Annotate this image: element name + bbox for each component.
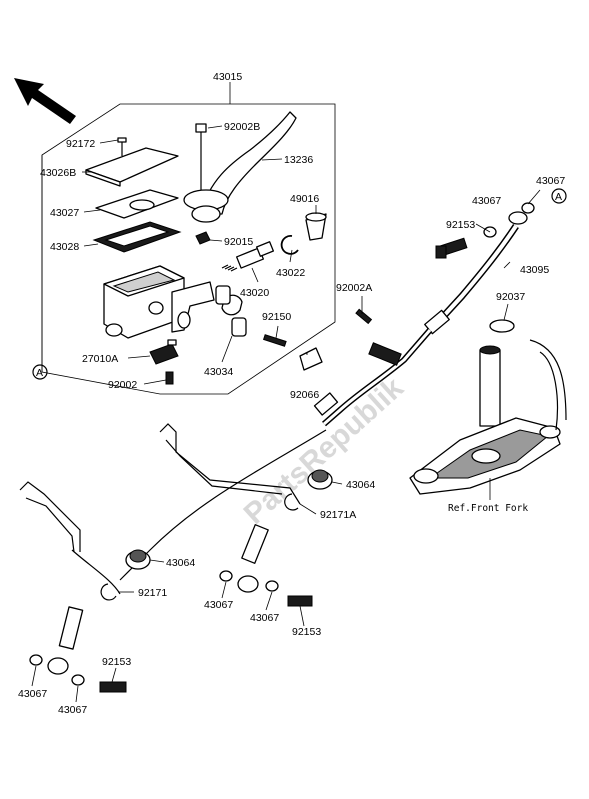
caliper-hose-end	[219, 524, 313, 607]
banjo-bolt-icon	[435, 237, 468, 259]
label-92153-mid: 92153	[292, 626, 321, 638]
label-43028: 43028	[50, 241, 79, 253]
hose-clip	[284, 493, 299, 511]
reference-a-icon[interactable]: A	[551, 188, 567, 204]
svg-text:A: A	[555, 191, 562, 203]
label-43022: 43022	[276, 267, 305, 279]
label-92150: 92150	[262, 311, 291, 323]
label-92002A: 92002A	[336, 282, 372, 294]
label-43026B: 43026B	[40, 167, 76, 179]
label-27010A: 27010A	[82, 353, 118, 365]
screw-icon	[165, 371, 174, 385]
label-43020: 43020	[240, 287, 269, 299]
label-92171: 92171	[138, 587, 167, 599]
label-92153-upper: 92153	[446, 219, 475, 231]
label-43095: 43095	[520, 264, 549, 276]
arrow-front-icon	[14, 78, 76, 124]
front-fork-bracket	[409, 319, 567, 495]
reference-a-icon[interactable]: A	[32, 364, 48, 380]
hose-clip	[100, 583, 117, 601]
label-43064-upper: 43064	[346, 479, 375, 491]
label-92037: 92037	[496, 291, 525, 303]
label-92002B: 92002B	[224, 121, 260, 133]
caliper-hose-end	[29, 606, 127, 693]
lower-brake-hose	[119, 328, 433, 581]
label-43067-lower-b: 43067	[58, 704, 87, 716]
piston-kit	[221, 241, 275, 272]
label-92171A: 92171A	[320, 509, 356, 521]
label-43064-lower: 43064	[166, 557, 195, 569]
label-43027: 43027	[50, 207, 79, 219]
screw-icon	[117, 137, 127, 156]
cap	[299, 347, 323, 371]
label-43067-upper-a: 43067	[472, 195, 501, 207]
grommet-icon	[307, 469, 333, 490]
clamp-icon	[215, 285, 247, 337]
label-92172: 92172	[66, 138, 95, 150]
dust-boot	[305, 212, 327, 241]
leader-lines	[31, 125, 541, 703]
grommet-icon	[125, 549, 151, 570]
exploded-view-frame	[41, 103, 336, 395]
label-49016: 49016	[290, 193, 319, 205]
brake-switch	[149, 339, 179, 365]
upper-brake-hose	[424, 211, 528, 335]
label-43067-upper-b: 43067	[536, 175, 565, 187]
part-labels: 43015 92172 92002B 13236 43026B 49016 43…	[18, 71, 565, 716]
label-92015: 92015	[224, 236, 253, 248]
label-43034: 43034	[204, 366, 233, 378]
watermark: PartsRepublik	[238, 371, 410, 531]
label-92066: 92066	[290, 389, 319, 401]
label-92153-lower: 92153	[102, 656, 131, 668]
label-43067-mid-a: 43067	[204, 599, 233, 611]
circlip	[280, 235, 299, 255]
label-92002: 92002	[108, 379, 137, 391]
label-43067-mid-b: 43067	[250, 612, 279, 624]
ref-front-fork-note: Ref.Front Fork	[448, 503, 528, 514]
brake-lever	[183, 111, 297, 245]
label-43015: 43015	[213, 71, 242, 83]
brake-line-bracket	[19, 423, 301, 595]
master-cylinder-body	[103, 265, 215, 339]
screw-icon	[355, 308, 373, 325]
label-13236: 13236	[284, 154, 313, 166]
screw-icon	[262, 334, 287, 347]
label-43067-lower-a: 43067	[18, 688, 47, 700]
svg-text:A: A	[36, 367, 43, 379]
washer-icon	[521, 202, 535, 214]
